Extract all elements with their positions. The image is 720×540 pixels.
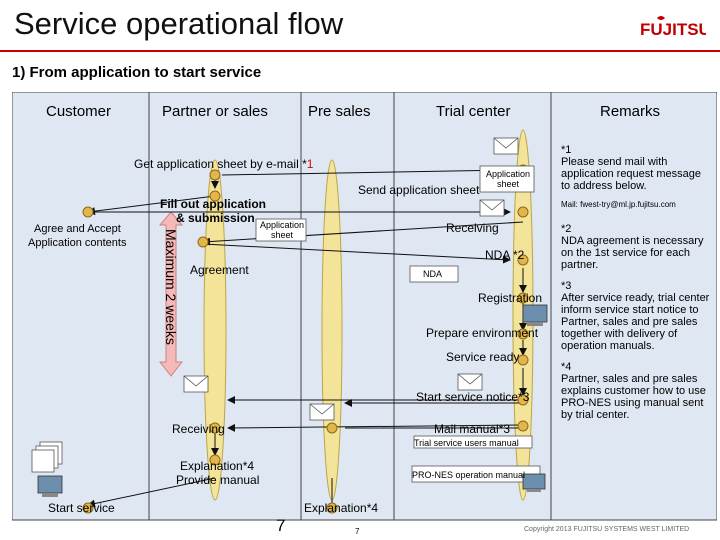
svg-text:FUJITSU: FUJITSU	[640, 20, 706, 39]
computer-icon	[37, 475, 63, 497]
node	[517, 292, 529, 304]
lane-header-trial: Trial center	[436, 103, 511, 120]
mail-icon	[457, 373, 483, 391]
fill-out-label: Fill out application	[160, 197, 266, 211]
agree-label: Agree and Accept	[34, 223, 121, 235]
section-subtitle: 1) From application to start service	[12, 64, 262, 81]
pro-nes-manual-label: PRO-NES operation manual	[412, 470, 526, 480]
lane-header-partner: Partner or sales	[162, 103, 268, 120]
node	[209, 190, 221, 202]
mail-icon	[309, 403, 335, 421]
node	[517, 254, 529, 266]
lane-header-customer: Customer	[46, 103, 112, 120]
mail-icon	[493, 137, 519, 155]
title-divider	[0, 50, 720, 52]
document-icon	[479, 165, 535, 193]
service-ready-label: Service ready	[446, 350, 520, 364]
start-service-label: Start service	[48, 501, 115, 515]
node	[517, 328, 529, 340]
start-notice-label: Start service notice*3	[416, 390, 530, 404]
send-sheet-label: Send application sheet	[358, 183, 480, 197]
prepare-env-label: Prepare environment	[426, 326, 539, 340]
document-icon	[255, 218, 307, 242]
node	[197, 236, 209, 248]
max-weeks-arrow	[158, 211, 184, 377]
remark-3: *3 After service ready, trial center inf…	[561, 280, 710, 352]
provide-manual-label: Provide manual	[176, 473, 260, 487]
registration-label: Registration	[478, 291, 543, 305]
submission-label: & submission	[176, 211, 255, 225]
mail-manual-label: Mail manual*3	[434, 422, 511, 436]
remark-mail: Mail: fwest-try@ml.jp.fujitsu.com	[561, 200, 676, 209]
explanation-label-2: Explanation*4	[304, 501, 379, 515]
node	[82, 206, 94, 218]
document-icon	[413, 435, 533, 449]
app-contents-label: Application contents	[28, 237, 127, 249]
max-weeks-label: Maximum 2 weeks	[163, 229, 180, 345]
page-number: 7	[276, 516, 286, 535]
get-sheet-label: Get application sheet by e-mail *1	[134, 157, 314, 171]
node	[82, 502, 94, 514]
receiving-label-2: Receiving	[172, 422, 225, 436]
node	[209, 422, 221, 434]
page-number-small: 7	[355, 527, 360, 536]
trial-manual-label: Trial service users manual	[414, 438, 519, 448]
node	[517, 420, 529, 432]
computer-icon	[522, 304, 548, 326]
copyright: Copyright 2013 FUJITSU SYSTEMS WEST LIMI…	[524, 526, 690, 533]
receiving-label-1: Receiving	[446, 221, 499, 235]
node	[209, 454, 221, 466]
presales-track	[321, 159, 343, 501]
remark-2: *2 NDA agreement is necessary on the 1st…	[561, 223, 704, 271]
agreement-label: Agreement	[190, 263, 249, 277]
document-stack-icon	[31, 441, 63, 473]
remark-1: *1 Please send mail with application req…	[561, 144, 702, 192]
node	[517, 206, 529, 218]
node	[209, 169, 221, 181]
mail-icon	[183, 375, 209, 393]
node	[517, 394, 529, 406]
node	[326, 422, 338, 434]
document-icon	[409, 265, 459, 283]
page-title: Service operational flow	[14, 6, 344, 41]
nda-doc-label: NDA	[423, 269, 443, 279]
fujitsu-logo: FUJITSU	[640, 16, 706, 39]
explanation-label: Explanation*4	[180, 459, 255, 473]
computer-icon	[522, 473, 546, 492]
lane-header-remarks: Remarks	[600, 103, 661, 120]
lane-header-presales: Pre sales	[308, 103, 371, 120]
flow-diagram	[12, 92, 717, 521]
node	[326, 502, 338, 514]
mail-icon	[479, 199, 505, 217]
node	[517, 354, 529, 366]
nda-label: NDA *2	[485, 248, 525, 262]
remark-4: *4 Partner, sales and pre sales explains…	[561, 361, 706, 421]
remarks-panel: *1 Please send mail with application req…	[561, 144, 713, 430]
application-sheet-doc: Application sheet	[485, 169, 531, 189]
application-sheet-doc-2: Application sheet	[259, 220, 305, 240]
